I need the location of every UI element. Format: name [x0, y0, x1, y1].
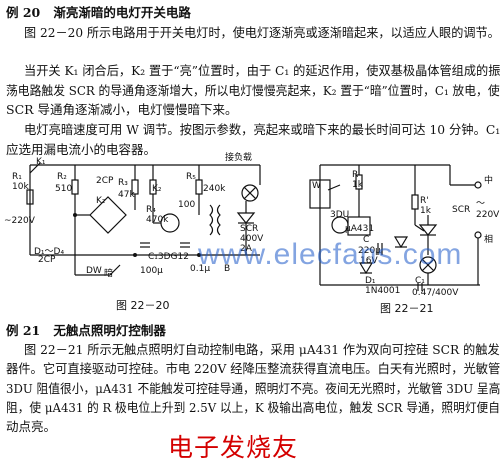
ex20-para2-line1: 电灯亮暗速度可用 W 调节。按图示参数，亮起来或暗下来的最长时间可达 10 分钟… [24, 122, 501, 137]
ex20-para1-line2: 当开关 K₁ 闭合后，K₂ 置于“亮”位置时，由于 C₁ 的延迟作用，使双基极晶… [24, 63, 501, 78]
fig20-2cp-label: 2CP [96, 176, 114, 186]
figure-22-21-schematic [309, 164, 482, 291]
fig20-source-label: ~220V [4, 216, 35, 226]
fig21-w-label: W [312, 181, 321, 191]
figure-22-20-caption: 图 22－20 [116, 299, 170, 312]
fig20-load-label: 接负载 [225, 153, 253, 163]
fig20-r6-value: 100 [178, 200, 196, 210]
fig20-scr-current: 2A [240, 244, 252, 254]
example-21-heading: 例 21 无触点照明灯控制器 [6, 320, 166, 339]
fig21-d1-type: 1N4001 [365, 286, 401, 296]
figure-22-20-schematic [26, 162, 261, 276]
ex20-para1-line3: 荡电路触发 SCR 的导通角逐渐增大，所以电灯慢慢亮起来，K₂ 置于“暗”位置时… [6, 83, 500, 98]
fig20-dw-label: DW [86, 266, 102, 276]
ex21-line2: 器件。它可直接驱动可控硅。市电 220V 经降压整流获得直流电压。白天有光照时，… [6, 361, 501, 376]
ex20-para2-line2: 应选用漏电流小的电容器。 [6, 142, 157, 157]
fig21-rp-value: 1k [420, 206, 431, 216]
fig21-r-value: 1k [352, 180, 363, 190]
example-20-heading: 例 20 渐亮渐暗的电灯开关电路 [6, 2, 191, 21]
fig20-r4-label: R₄ [146, 205, 156, 215]
fig20-r2-label: R₂ [57, 172, 67, 182]
ex21-line1: 图 22－21 所示无触点照明灯自动控制电路，采用 μA431 作为双向可控硅 … [24, 342, 500, 357]
ex20-para1-line4: SCR 导通角逐渐减小，电灯慢慢暗下来。 [6, 102, 238, 117]
ex21-line5: 动点亮。 [6, 419, 57, 434]
ex21-line4: 阻，使 μA431 的 R 极电位上升到 2.5V 以上，K 极输出高电位，触发… [6, 400, 500, 415]
brand-logo-text: 电子发烧友 [168, 433, 299, 462]
fig20-r5-label: R₅ [186, 172, 196, 182]
fig20-r3-label: R₃ [118, 178, 128, 188]
fig20-k2-label-2: K₂ [152, 184, 162, 194]
fig20-c1-label: C₁3DG12 [148, 252, 189, 262]
fig21-d1-label: D₁ [365, 276, 376, 286]
fig20-r5-value: 240k [203, 184, 226, 194]
fig20-b-label: B [224, 264, 231, 274]
fig20-c2-value: 0.1μ [190, 264, 211, 274]
fig21-phase-label: 相 [484, 235, 494, 245]
fig21-r-label: R [352, 170, 359, 180]
fig21-ic-label: μA431 [345, 224, 375, 234]
fig20-diode-label: D₁～D₄ [34, 247, 65, 257]
fig21-neutral-label: 中 [484, 176, 494, 186]
fig21-c1-label: C₁ [415, 276, 425, 286]
fig20-r4-value: 470k [146, 215, 169, 225]
fig20-dark-label: 暗 [104, 269, 114, 279]
fig20-scr-label: SCR [240, 224, 259, 234]
example-20-title: 渐亮渐暗的电灯开关电路 [53, 5, 191, 20]
fig20-k1-label: K₁ [36, 157, 46, 167]
example-20-number: 例 20 [6, 5, 41, 20]
fig21-tilde-label: ～ [476, 199, 486, 209]
fig20-diode-type: 2CP [38, 255, 56, 265]
fig21-rp-label: R' [420, 196, 429, 206]
fig20-r2-value: 510 [55, 184, 73, 194]
fig20-scr-voltage: 400V [240, 234, 264, 244]
example-21-number: 例 21 [6, 323, 41, 338]
figure-22-21-caption: 图 22－21 [380, 302, 434, 315]
ex21-line3: 3DU 阻值很小，μA431 不能触发可控硅导通，照明灯不亮。夜间无光照时，光敏… [6, 381, 501, 396]
fig20-r1-label: R₁ [12, 172, 22, 182]
fig21-3du-label: 3DU [330, 210, 350, 220]
fig21-c-voltage: 16V [360, 256, 378, 266]
fig21-c1-value: 0.47/400V [412, 288, 459, 298]
fig20-r3-value: 47k [118, 190, 135, 200]
site-watermark: www.elecfans.com [198, 238, 463, 271]
ex20-para1-line1: 图 22－20 所示电路用于开关电灯时，使电灯逐渐亮或逐渐暗起来，以适应人眼的调… [24, 25, 500, 40]
fig20-r1-value: 10k [12, 182, 29, 192]
fig21-c-value: 220μ [358, 246, 381, 256]
fig20-k2-label: K₂ [96, 196, 106, 206]
fig21-c-label: C [363, 235, 370, 245]
fig20-c1-value: 100μ [140, 266, 163, 276]
fig21-voltage-label: 220V [476, 210, 500, 220]
example-21-title: 无触点照明灯控制器 [53, 323, 166, 338]
fig21-scr-label: SCR [452, 205, 471, 215]
